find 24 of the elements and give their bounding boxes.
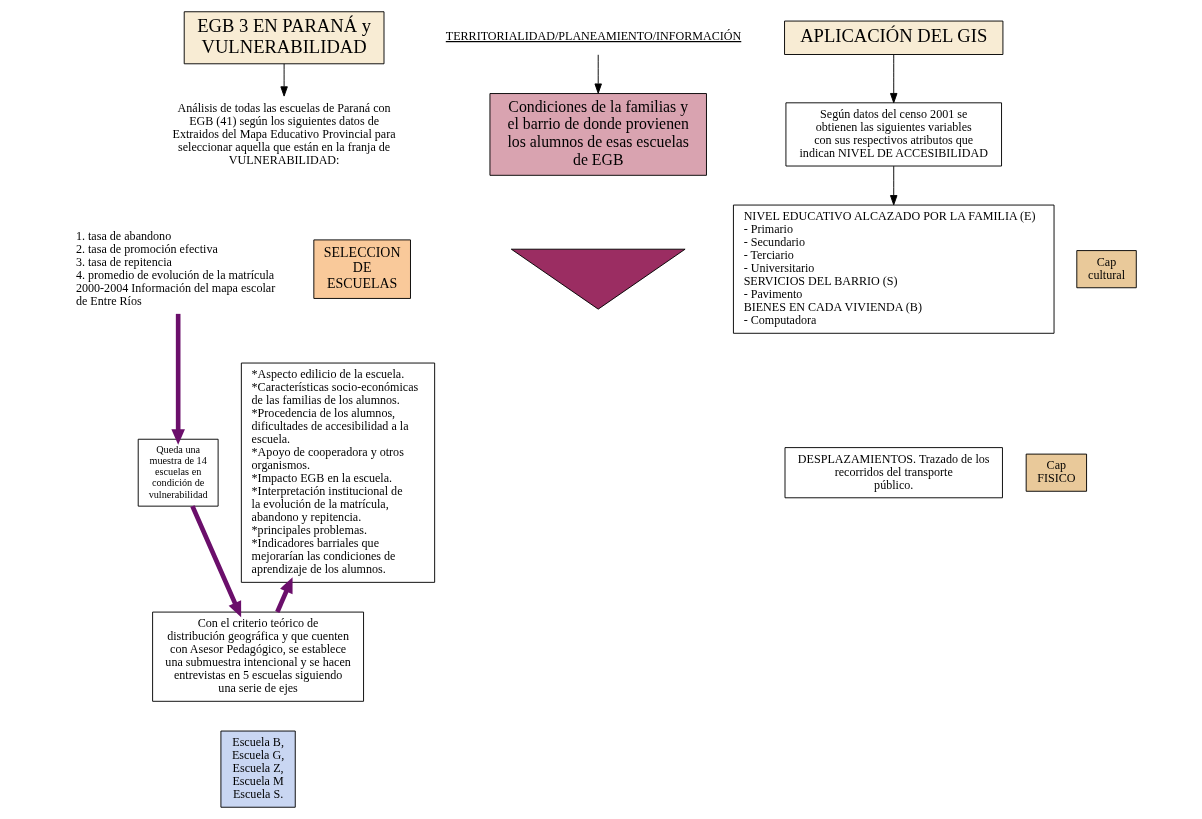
node-box: Cap FISICO [1025,453,1088,492]
node-text: TERRITORIALIDAD/PLANEAMIENTO/INFORMACIÓN [445,29,742,44]
node-box: Cap cultural [1076,250,1137,289]
node-box: Condiciones de la familias y el barrio de donde provienen los alumnos de esas escuelas de EGB [489,93,707,176]
node-box: NIVEL EDUCATIVO ALCAZADO POR LA FAMILIA (E) - Primario - Secundario - Terciario - Universitario SERVICIOS DEL BARRIO (S) - Pavimento BIENES EN CADA VIVIENDA (B) - Computadora [732,204,1055,334]
node-box: Según datos del censo 2001 se obtienen las siguientes variables con sus respectivos atributos que indican NIVEL DE ACCESIBILIDAD [785,102,1002,167]
node-box: APLICACIÓN DEL GIS [784,20,1004,55]
arrow [890,54,898,104]
node-box: DESPLAZAMIENTOS. Trazado de los recorridos del transporte público. [784,447,1003,499]
arrow [280,63,288,97]
node-text: Análisis de todas las escuelas de Paraná con EGB (41) según los siguientes datos de Extraidos del Mapa Educativo Provincial para seleccionar aquella que están en la franja de VULNERABILIDAD: [172,100,396,167]
node-box: Queda una muestra de 14 escuelas en condición de vulnerabilidad [137,438,219,507]
node-box: Escuela B, Escuela G, Escuela Z, Escuela M Escuela S. [220,730,296,808]
node-text: 1. tasa de abandono 2. tasa de promoción efectiva 3. tasa de repitencia 4. promedio de evolución de la matrícula 2000-2004 Información del mapa escolar de Entre Ríos [75,228,276,308]
arrow [190,505,242,618]
node-box: *Aspecto edilicio de la escuela. *Características socio-económicas de las familias de los alumnos. *Procedencia de los alumnos, dificultades de accesibilidad a la escuela. *Apoyo de cooperadora y otros organismos. *Impacto EGB en la escuela. *Interpretación institucional de la evolución de la matrícula, abandono y repitencia. *principales problemas. *Indicadores barriales que mejorarían las condiciones de aprendizaje de los alumnos. [240,362,436,583]
arrow [171,313,185,445]
arrow [890,165,898,206]
arrow [275,577,293,613]
node-chevron [510,248,686,310]
node-box: Con el criterio teórico de distribución geográfica y que cuenten con Asesor Pedagógico, se establece una submuestra intencional y se hacen entrevistas en 5 escuelas siguiendo una serie de ejes [152,611,365,702]
node-box: EGB 3 EN PARANÁ y VULNERABILIDAD [183,11,385,65]
arrow [594,54,602,94]
node-box: SELECCION DE ESCUELAS [313,239,411,299]
